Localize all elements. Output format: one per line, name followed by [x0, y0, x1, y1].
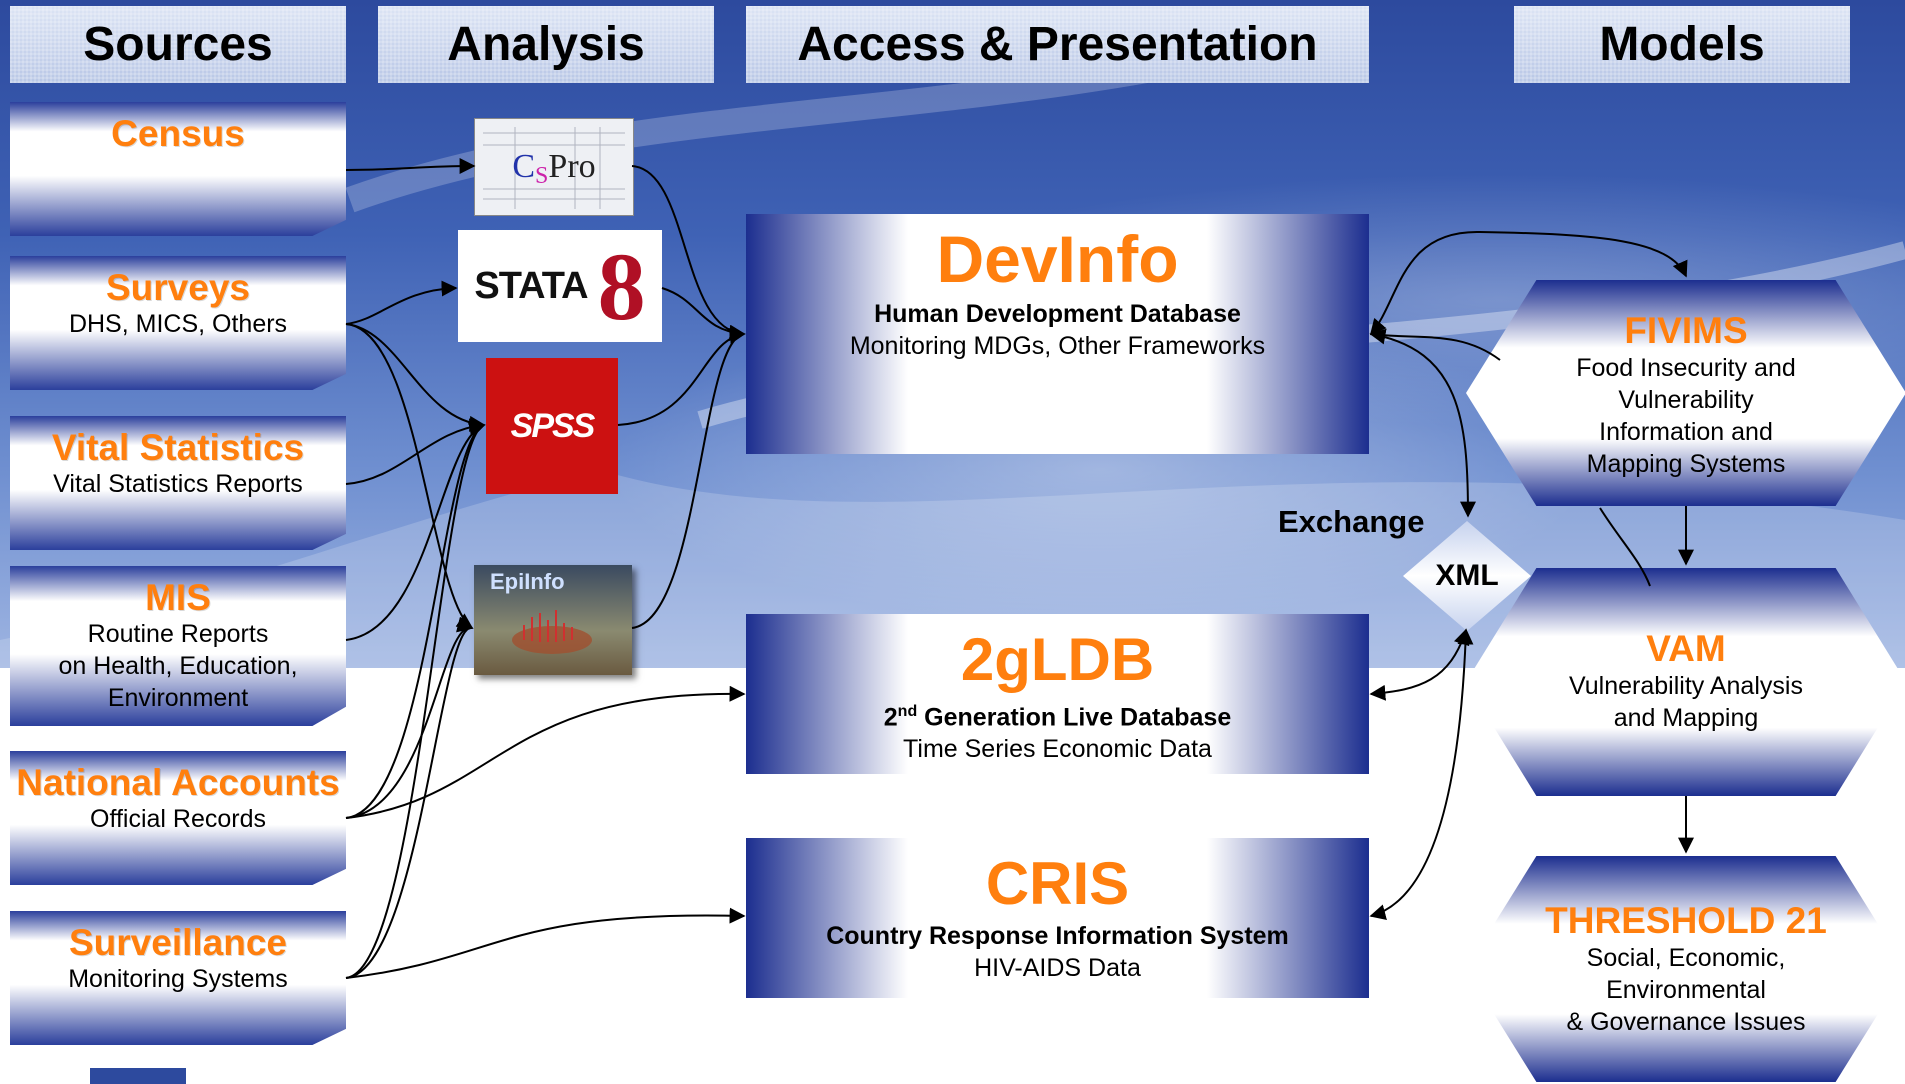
epiinfo-logo: EpiInfo — [474, 565, 632, 675]
model-vam: VAM Vulnerability Analysis and Mapping — [1466, 568, 1905, 796]
source-subtitle: Routine Reports — [87, 620, 269, 648]
cris-box: CRIS Country Response Information System… — [746, 838, 1369, 998]
header-analysis: Analysis — [378, 6, 714, 83]
epiinfo-wordmark: EpiInfo — [490, 569, 565, 594]
model-subtitle: Mapping Systems — [1586, 450, 1786, 478]
spss-wordmark: SPSS — [510, 406, 596, 445]
devinfo-title: DevInfo — [936, 222, 1179, 296]
devinfo-line2: Monitoring MDGs, Other Frameworks — [849, 332, 1266, 360]
source-national-accounts: National Accounts Official Records — [10, 751, 346, 885]
header-sources: Sources — [10, 6, 346, 83]
source-subtitle: Monitoring Systems — [68, 965, 288, 993]
model-threshold-21: THRESHOLD 21 Social, Economic, Environme… — [1466, 856, 1905, 1082]
gldb-line2: Time Series Economic Data — [903, 735, 1212, 764]
devinfo-box: DevInfo Human Development Database Monit… — [746, 214, 1369, 454]
cspro-wordmark: CSPro — [512, 148, 596, 189]
source-subtitle: Official Records — [90, 805, 266, 833]
stata-version: 8 — [597, 232, 646, 340]
source-mis: MIS Routine Reports on Health, Education… — [10, 566, 346, 726]
model-subtitle: Environmental — [1606, 976, 1766, 1004]
source-title: Surveillance — [68, 922, 287, 963]
cris-title: CRIS — [985, 850, 1130, 917]
cris-line2: HIV-AIDS Data — [974, 954, 1141, 982]
devinfo-line1: Human Development Database — [874, 300, 1241, 328]
stata-logo: STATA 8 — [458, 230, 662, 342]
cris-line1: Country Response Information System — [826, 922, 1289, 950]
model-title: VAM — [1646, 628, 1726, 669]
gldb-line1: 2nd Generation Live Database — [883, 703, 1232, 732]
source-title: Census — [111, 113, 245, 154]
source-census: Census — [10, 102, 346, 236]
model-subtitle: Information and — [1599, 418, 1773, 446]
source-title: MIS — [145, 577, 211, 618]
epiinfo-graphic — [512, 610, 592, 654]
model-subtitle: Food Insecurity and — [1576, 354, 1796, 382]
source-title: Vital Statistics — [51, 427, 305, 468]
model-fivims: FIVIMS Food Insecurity and Vulnerability… — [1466, 280, 1905, 506]
model-subtitle: Vulnerability Analysis — [1569, 672, 1803, 700]
model-subtitle: and Mapping — [1613, 704, 1759, 732]
stata-wordmark: STATA — [474, 264, 588, 307]
source-subtitle: DHS, MICS, Others — [68, 310, 288, 338]
exchange-label: Exchange — [1278, 504, 1425, 539]
source-surveillance: Surveillance Monitoring Systems — [10, 911, 346, 1045]
cspro-logo: CSPro — [474, 118, 634, 216]
header-models: Models — [1514, 6, 1850, 83]
logo-fragment — [90, 1068, 186, 1084]
model-subtitle: & Governance Issues — [1566, 1008, 1806, 1036]
spss-logo: SPSS — [486, 358, 618, 494]
source-vital-statistics: Vital Statistics Vital Statistics Report… — [10, 416, 346, 550]
source-title: National Accounts — [16, 762, 340, 803]
model-title: THRESHOLD 21 — [1545, 900, 1827, 941]
model-title: FIVIMS — [1624, 310, 1748, 351]
source-surveys: Surveys DHS, MICS, Others — [10, 256, 346, 390]
gldb-title: 2gLDB — [960, 626, 1155, 693]
source-subtitle: Vital Statistics Reports — [53, 470, 303, 498]
source-subtitle: on Health, Education, — [58, 652, 298, 680]
model-subtitle: Social, Economic, — [1586, 944, 1786, 972]
source-title: Surveys — [106, 267, 250, 308]
model-subtitle: Vulnerability — [1618, 386, 1754, 414]
header-access-presentation: Access & Presentation — [746, 6, 1369, 83]
gldb-box: 2gLDB 2nd Generation Live Database Time … — [746, 614, 1369, 774]
source-subtitle: Environment — [107, 684, 249, 712]
cspro-table-lines — [483, 127, 625, 209]
